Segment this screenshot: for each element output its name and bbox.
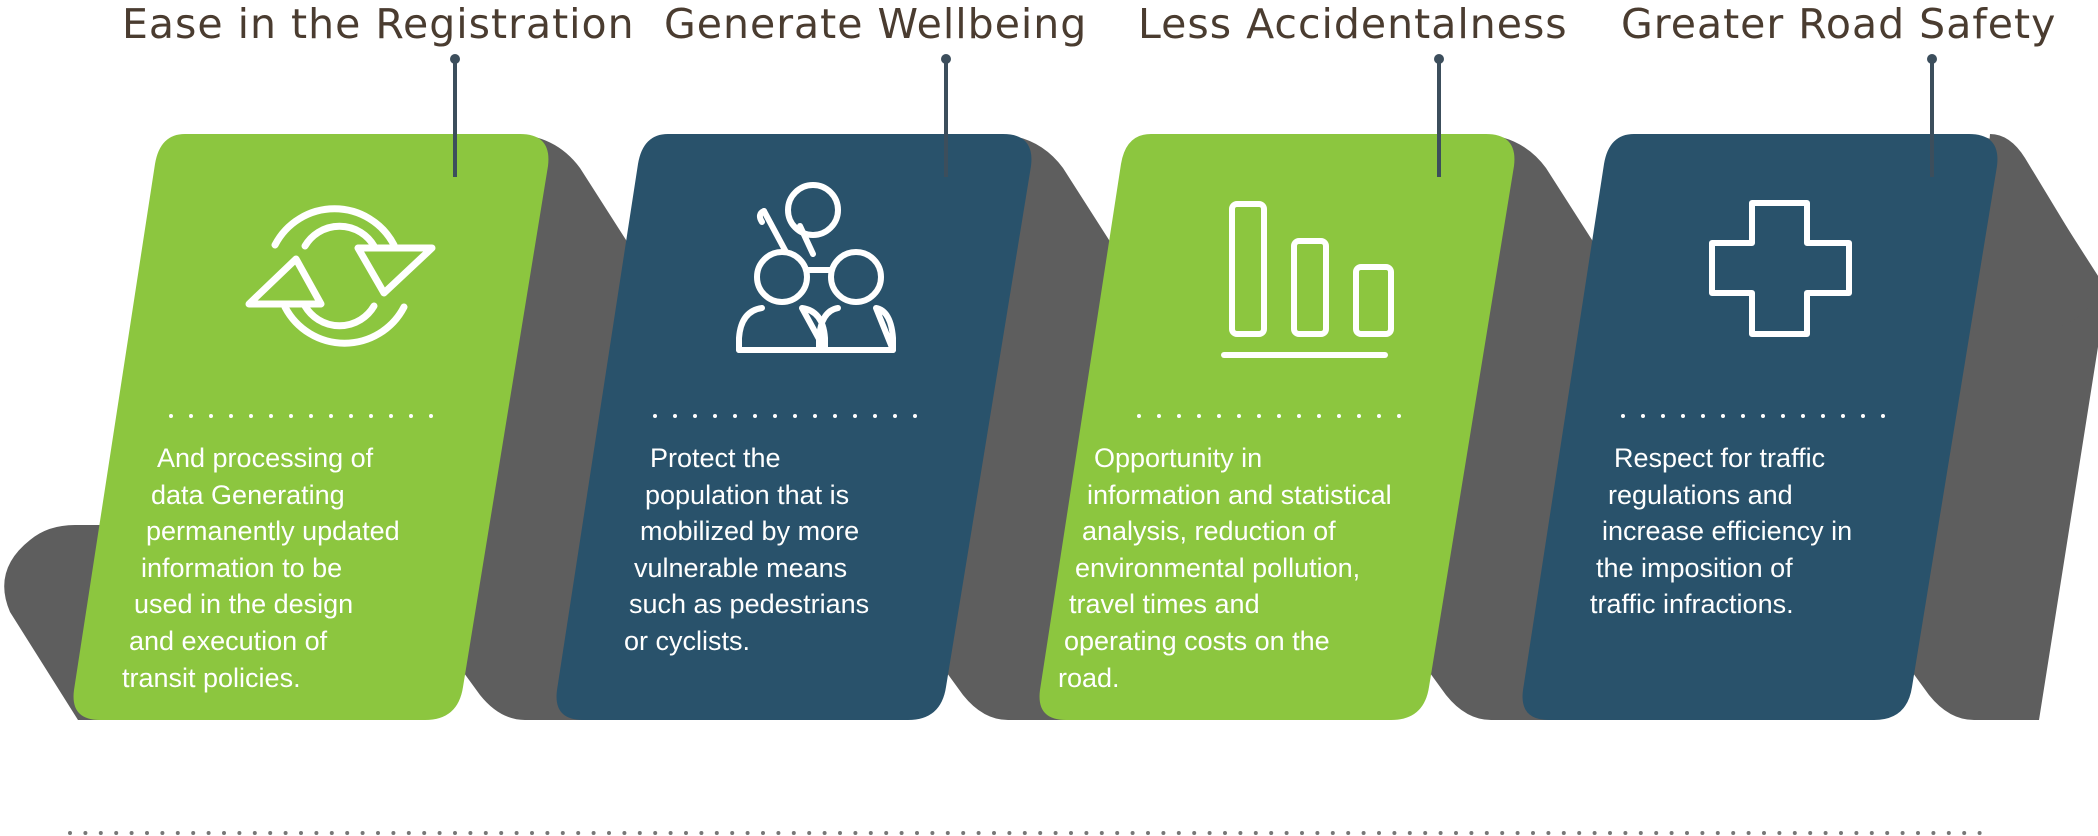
description-line: information and statistical [1087,479,1392,510]
step-1-connector-dot [450,54,460,64]
plus-cross-icon [1709,200,1852,337]
description-line: increase efficiency in [1602,516,1853,547]
description-line: and execution of [129,625,328,656]
step-3-connector-dot [1434,54,1444,64]
step-2-description: Protect the population that is mobilized… [0,440,869,660]
description-line: traffic infractions. [1590,589,1794,620]
title-connectors [450,54,1937,177]
step-2-card [556,134,1032,720]
bar-chart-icon [1221,201,1394,358]
description-line: Respect for traffic [1614,443,1826,473]
people-group-icon [736,182,896,353]
step-1-title: Ease in the Registration [122,0,635,48]
description-line: mobilized by more [640,516,860,547]
description-line: road. [1058,662,1120,693]
description-line: regulations and [1608,479,1793,510]
step-1-card [73,134,549,720]
description-line: population that is [645,479,850,510]
description-line: or cyclists. [624,625,751,656]
step-4-card [1522,134,1998,720]
description-line: operating costs on the [1064,625,1330,656]
step-2-connector-dot [941,54,951,64]
description-line: transit policies. [122,662,301,693]
step-2-title: Generate Wellbeing [664,0,1088,48]
description-line: Opportunity in [1094,443,1263,473]
step-4-connector-dot [1927,54,1937,64]
description-line: data Generating [151,479,345,510]
description-line: environmental pollution, [1075,552,1361,583]
description-line: used in the design [134,589,354,620]
ribbon-right-end [1965,134,2095,330]
refresh-arrows-icon [245,205,436,347]
description-line: such as pedestrians [629,589,870,620]
description-line: permanently updated [146,516,400,547]
description-line: Protect the [650,443,781,473]
description-line: information to be [141,552,343,583]
step-4-title: Greater Road Safety [1621,0,2057,48]
description-line: the imposition of [1596,552,1793,583]
description-line: And processing of [157,443,374,473]
step-3-description: Opportunity in information and statistic… [0,440,1392,696]
cards [73,134,1998,720]
description-line: vulnerable means [634,552,848,583]
step-1-description: And processing of data Generating perman… [0,440,400,696]
description-line: analysis, reduction of [1082,516,1336,547]
step-3-title: Less Accidentalness [1138,0,1568,48]
description-line: travel times and [1069,589,1260,620]
step-4-description: Respect for traffic regulations and incr… [0,440,1852,623]
step-3-card [1039,134,1515,720]
